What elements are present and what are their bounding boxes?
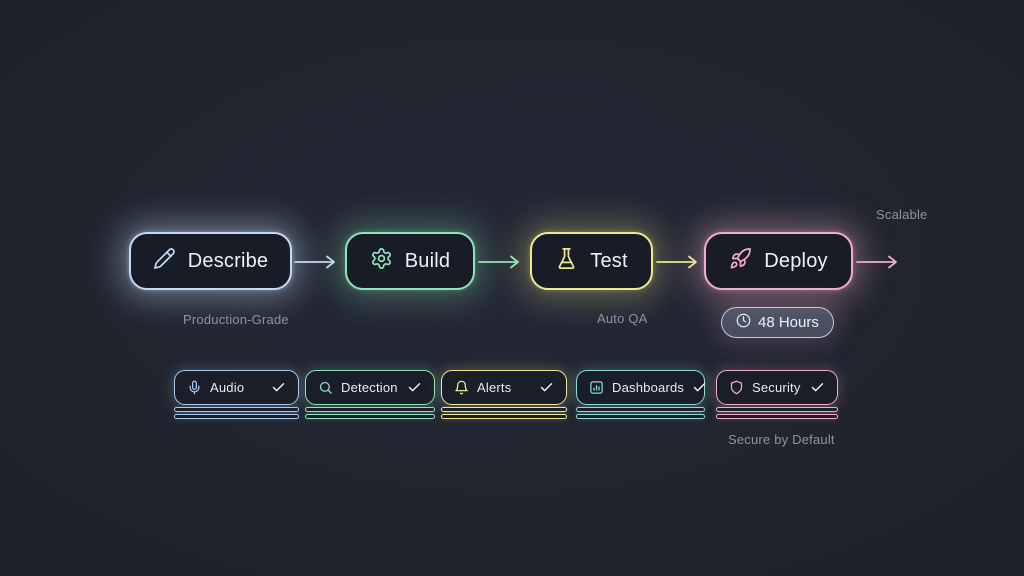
feature-card: Audio [174, 370, 299, 405]
stack-layer [174, 414, 299, 419]
bell-icon [455, 380, 468, 395]
stack-layer [716, 414, 838, 419]
feature-label: Security [752, 380, 801, 395]
search-icon [319, 381, 332, 394]
hours-badge-label: 48 Hours [758, 314, 819, 331]
feature-chip-security: Security [716, 370, 838, 419]
hours-badge: 48 Hours [721, 307, 834, 338]
flow-step-label: Test [590, 249, 628, 272]
feature-chip-dashboards: Dashboards [576, 370, 706, 419]
pencil-icon [153, 247, 176, 275]
feature-chip-detection: Detection [305, 370, 435, 419]
production-grade-label: Production-Grade [183, 312, 289, 327]
stack-layer [174, 407, 299, 412]
secure-by-default-label: Secure by Default [728, 432, 835, 447]
flow-step-test: Test [530, 232, 653, 290]
stack-layer [576, 414, 705, 419]
check-icon [693, 383, 706, 392]
stack-layer [441, 414, 567, 419]
arrow-right-icon [656, 255, 697, 269]
arrow-right-icon [856, 255, 897, 269]
flow-step-label: Build [404, 249, 451, 272]
feature-label: Dashboards [612, 380, 685, 395]
flow-step-describe: Describe [129, 232, 292, 290]
check-icon [408, 383, 421, 392]
stack-layer [441, 407, 567, 412]
feature-card: Alerts [441, 370, 567, 405]
flow-step-deploy: Deploy [704, 232, 853, 290]
microphone-icon [189, 380, 200, 395]
auto-qa-label: Auto QA [597, 311, 648, 326]
bar-chart-icon [590, 381, 603, 394]
feature-label: Alerts [477, 380, 512, 395]
flow-step-build: Build [345, 232, 475, 290]
feature-card: Detection [305, 370, 435, 405]
arrow-right-icon [478, 255, 519, 269]
feature-label: Audio [210, 380, 245, 395]
feature-chip-alerts: Alerts [441, 370, 567, 419]
flask-icon [555, 247, 578, 275]
stack-layer [305, 414, 435, 419]
stack-layer [305, 407, 435, 412]
flow-step-label: Describe [187, 249, 269, 272]
shield-icon [730, 380, 743, 395]
feature-card: Dashboards [576, 370, 706, 405]
stack-layer [576, 407, 705, 412]
clock-icon [736, 313, 751, 332]
flow-step-label: Deploy [764, 249, 828, 272]
check-icon [811, 383, 824, 392]
scalable-label: Scalable [876, 207, 928, 222]
check-icon [272, 383, 285, 392]
arrow-right-icon [294, 255, 335, 269]
gear-icon [370, 247, 393, 275]
feature-card: Security [716, 370, 838, 405]
check-icon [540, 383, 553, 392]
feature-chip-audio: Audio [174, 370, 299, 419]
rocket-icon [729, 247, 752, 275]
stack-layer [716, 407, 838, 412]
feature-label: Detection [341, 380, 398, 395]
